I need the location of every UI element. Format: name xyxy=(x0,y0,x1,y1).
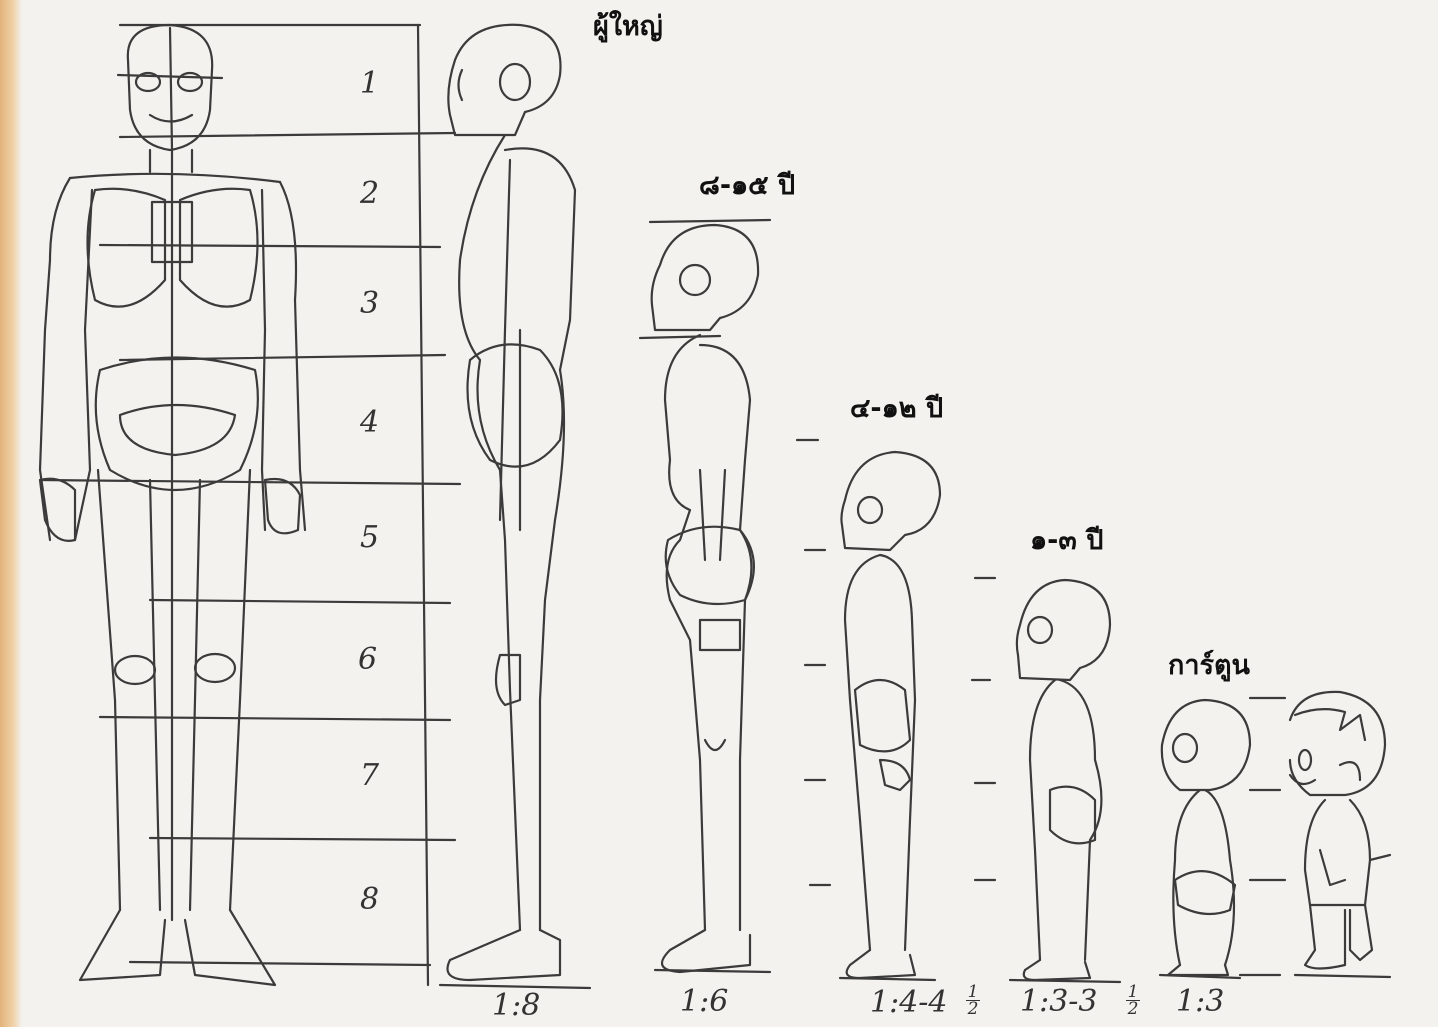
head-unit-grid xyxy=(40,25,460,985)
label-age-1-3: ๑-๓ ปี xyxy=(1030,518,1103,561)
ratio-age-1-3-fraction: 1 2 xyxy=(1126,984,1140,1017)
ratio-age-4-12-fraction: 1 2 xyxy=(966,984,980,1017)
label-age-8-15: ๘-๑๕ ปี xyxy=(699,163,795,206)
cartoon-child-figure xyxy=(1290,692,1390,969)
fraction-denominator: 2 xyxy=(1128,999,1139,1019)
ratio-age-4-12: 1:4-4 xyxy=(870,985,948,1020)
head-unit-5: 5 xyxy=(360,520,379,555)
cartoon-proportion-figure xyxy=(1162,698,1285,975)
label-cartoon: การ์ตูน xyxy=(1168,643,1250,686)
ratio-age-1-3: 1:3-3 xyxy=(1020,984,1098,1019)
head-unit-8: 8 xyxy=(360,882,379,917)
label-adult: ผู้ใหญ่ xyxy=(593,4,663,47)
head-unit-1: 1 xyxy=(360,66,379,101)
head-unit-3: 3 xyxy=(360,286,379,321)
head-unit-2: 2 xyxy=(360,176,379,211)
teen-figure xyxy=(640,220,770,972)
fraction-denominator: 2 xyxy=(968,999,979,1019)
ratio-adult: 1:8 xyxy=(492,988,540,1023)
head-unit-6: 6 xyxy=(358,642,377,677)
adult-front-skeleton xyxy=(40,25,305,985)
toddler-figure xyxy=(972,578,1110,980)
head-unit-4: 4 xyxy=(360,405,379,440)
adult-side-skeleton xyxy=(448,25,576,980)
head-unit-7: 7 xyxy=(360,758,379,793)
label-age-4-12: ๔-๑๒ ปี xyxy=(850,386,943,429)
ratio-age-8-15: 1:6 xyxy=(680,984,728,1019)
child-figure xyxy=(797,440,940,978)
ratio-cartoon: 1:3 xyxy=(1176,984,1224,1019)
